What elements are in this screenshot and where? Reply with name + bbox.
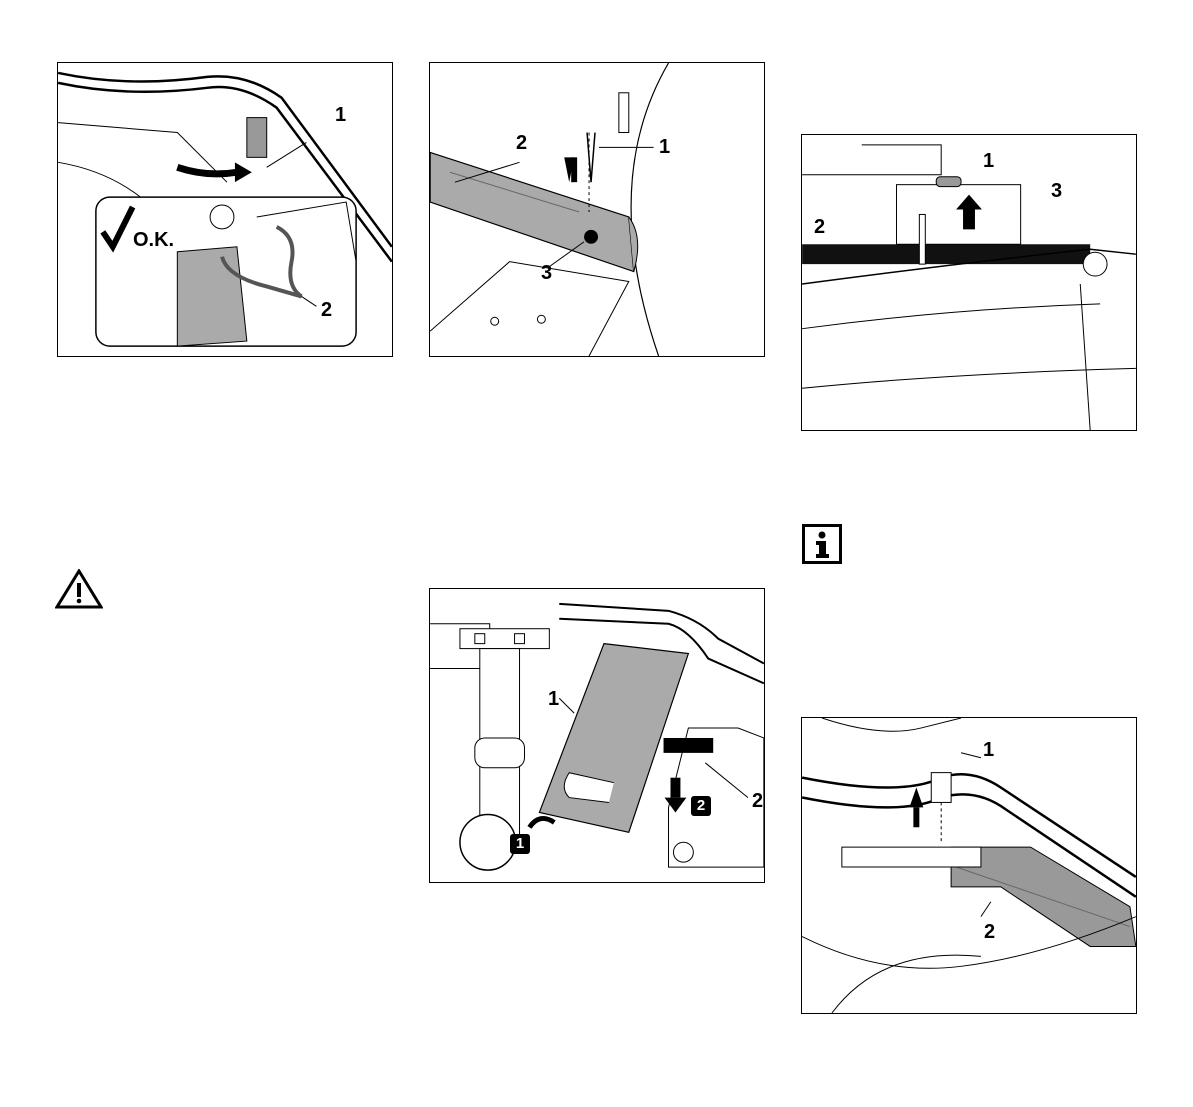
callout-1: 1 [659, 137, 670, 157]
figure-pin-bar: 1 2 3 [429, 62, 765, 357]
callout-2: 2 [984, 922, 995, 942]
info-icon [802, 524, 842, 564]
callout-1: 1 [335, 105, 346, 125]
callout-3: 3 [541, 263, 552, 283]
callout-2: 2 [516, 133, 527, 153]
callout-1: 1 [983, 740, 994, 760]
callout-2: 2 [321, 300, 332, 320]
callout-2: 2 [752, 791, 763, 811]
figure-guard-steps: 1 2 1 2 [429, 588, 765, 883]
clip-handle-illustration [802, 718, 1136, 1013]
callout-1: 1 [548, 689, 559, 709]
step-1-badge: 1 [510, 834, 530, 854]
ok-label: O.K. [133, 229, 174, 252]
guard-steps-illustration [430, 589, 764, 882]
figure-clip-handle: 1 2 [801, 717, 1137, 1014]
callout-1: 1 [983, 151, 994, 171]
callout-3: 3 [1051, 181, 1062, 201]
figure-clip-bar: 1 2 3 [801, 134, 1137, 431]
step-2-badge: 2 [691, 796, 711, 816]
clip-bar-illustration [802, 135, 1136, 430]
figure-clip-ok: 1 2 O.K. [57, 62, 393, 357]
pin-bar-illustration [430, 63, 764, 356]
callout-2: 2 [814, 217, 825, 237]
warning-triangle-icon [55, 569, 103, 609]
